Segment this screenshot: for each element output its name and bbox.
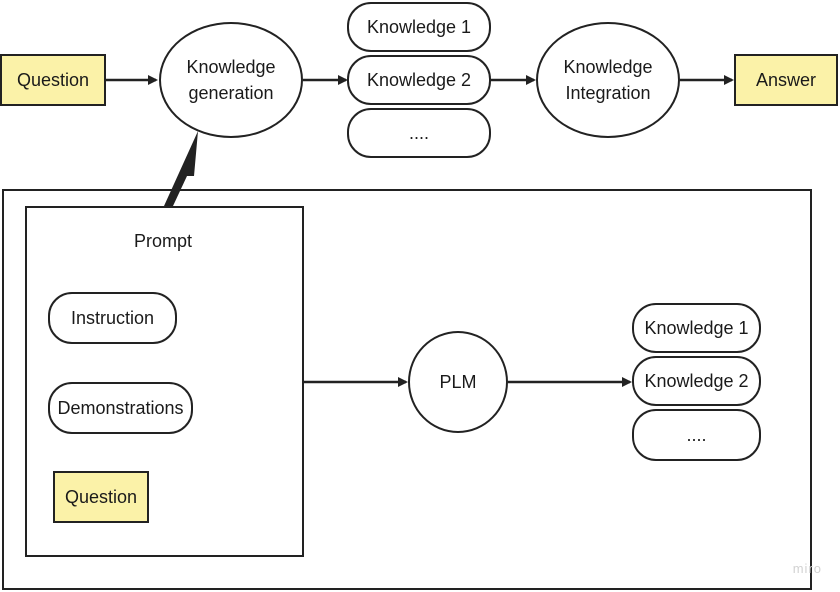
output-knowledge-2-label: Knowledge 2 (644, 371, 749, 391)
demonstrations-pill: Demonstrations (48, 382, 193, 434)
knowledge-item-1-label: Knowledge 1 (366, 17, 472, 37)
demonstrations-label: Demonstrations (57, 398, 184, 418)
plm-label: PLM (439, 372, 477, 392)
knowledge-integration-node: Knowledge Integration (536, 22, 680, 138)
knowledge-item-2-label: Knowledge 2 (366, 70, 472, 90)
instruction-label: Instruction (70, 308, 155, 328)
question-box: Question (0, 54, 106, 106)
prompt-question-box: Question (53, 471, 149, 523)
knowledge-integration-label: Knowledge Integration (563, 57, 653, 103)
knowledge-generation-label: Knowledge generation (186, 57, 276, 103)
prompt-question-label: Question (64, 487, 138, 507)
detail-panel (2, 189, 812, 590)
knowledge-item-1: Knowledge 1 (347, 2, 491, 52)
answer-box-label: Answer (755, 70, 817, 90)
plm-node: PLM (408, 331, 508, 433)
output-knowledge-1-label: Knowledge 1 (644, 318, 749, 338)
question-box-label: Question (16, 70, 90, 90)
output-knowledge-more-label: .... (686, 425, 707, 445)
output-knowledge-more: .... (632, 409, 761, 461)
output-knowledge-2: Knowledge 2 (632, 356, 761, 406)
miro-watermark: miro (792, 561, 822, 576)
output-knowledge-1: Knowledge 1 (632, 303, 761, 353)
instruction-pill: Instruction (48, 292, 177, 344)
answer-box: Answer (734, 54, 838, 106)
knowledge-item-more-label: .... (408, 123, 429, 143)
arrow-prompt-to-generation (164, 131, 198, 206)
prompt-title: Prompt (134, 231, 193, 251)
knowledge-item-2: Knowledge 2 (347, 55, 491, 105)
knowledge-generation-node: Knowledge generation (159, 22, 303, 138)
prompt-box (25, 206, 304, 557)
knowledge-item-more: .... (347, 108, 491, 158)
